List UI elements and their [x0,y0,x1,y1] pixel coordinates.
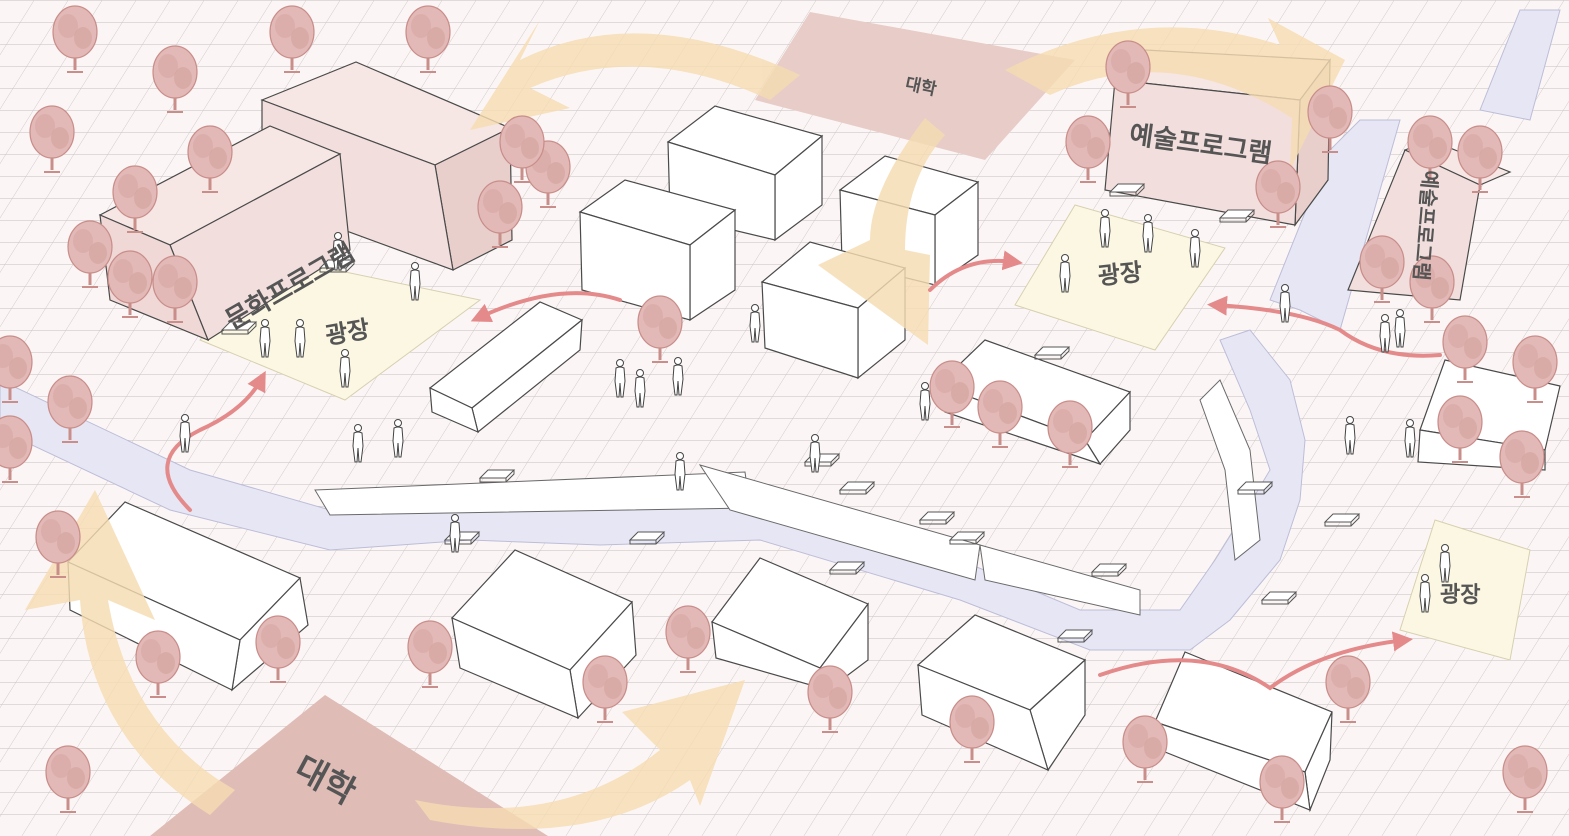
connection-arrows [165,250,1442,691]
terrace-steps [314,379,1261,616]
plaza-center [1014,204,1226,351]
plaza-right [1399,519,1531,661]
flow-arrows [25,18,1345,829]
label-plaza-center: 광장 [1097,258,1144,290]
canal-northeast [1479,9,1561,121]
university-zone-top [755,12,1075,160]
label-plaza-right: 광장 [1440,583,1480,608]
university-zone-bottom [150,695,548,836]
